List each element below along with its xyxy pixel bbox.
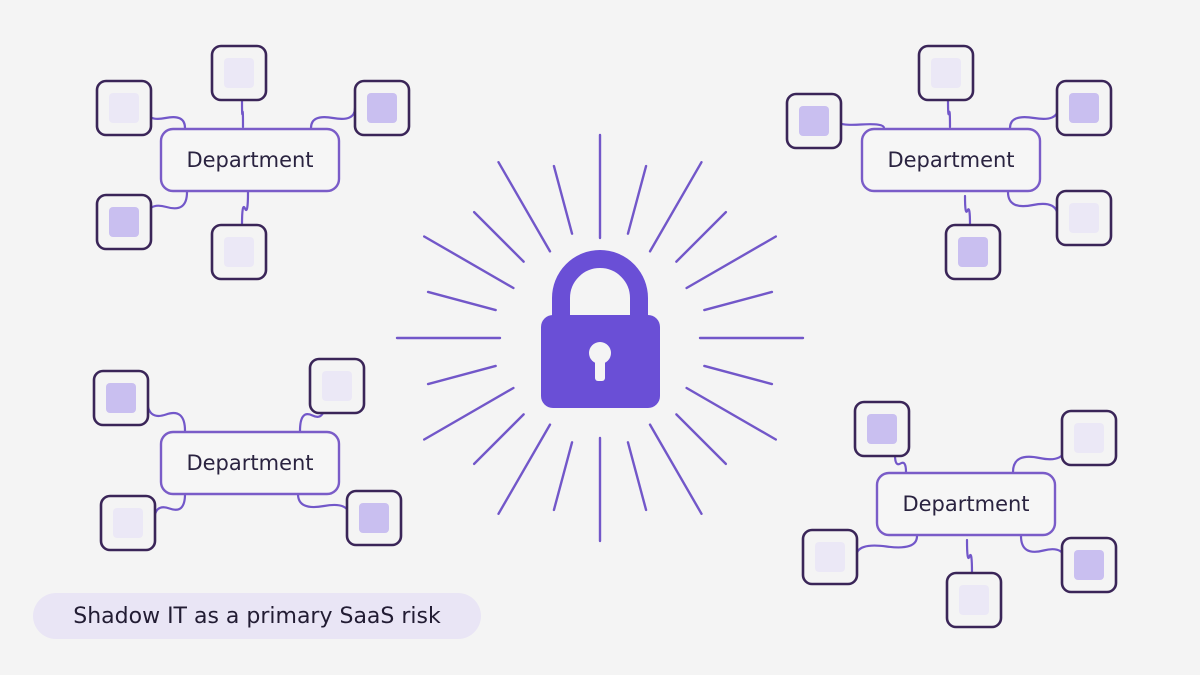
lock-ray <box>422 235 515 290</box>
padlock-icon <box>541 250 660 408</box>
connector-line <box>965 538 974 575</box>
app-node <box>210 223 268 281</box>
app-node <box>853 400 911 458</box>
lock-ray <box>685 235 778 290</box>
connector-line <box>296 492 352 520</box>
department-label: Department <box>902 492 1029 516</box>
lock-ray <box>626 164 648 235</box>
department-cluster: Department <box>801 400 1118 629</box>
lock-ray <box>648 160 703 253</box>
app-node <box>353 79 411 137</box>
department-cluster: Department <box>92 357 403 552</box>
app-node-tile <box>322 371 352 401</box>
app-node <box>1060 409 1118 467</box>
app-node <box>210 44 268 102</box>
app-node <box>1055 79 1113 137</box>
connector-line <box>963 194 972 227</box>
connector-line <box>946 97 952 129</box>
app-node-tile <box>367 93 397 123</box>
lock-ray <box>552 164 574 235</box>
department-box <box>875 471 1057 537</box>
app-node <box>99 494 157 552</box>
app-node-tile <box>359 503 389 533</box>
lock-ray <box>685 386 778 441</box>
app-node-tile <box>1074 550 1104 580</box>
department-box <box>159 430 341 496</box>
connector-line <box>240 97 245 129</box>
app-node <box>1055 189 1113 247</box>
app-node-tile <box>799 106 829 136</box>
department-label: Department <box>186 451 313 475</box>
department-box <box>860 127 1042 193</box>
connector-line <box>854 534 919 559</box>
connector-line <box>152 492 187 525</box>
padlock-keyhole-slot <box>595 356 605 381</box>
padlock-keyhole <box>589 342 611 364</box>
lock-ray <box>703 290 774 312</box>
connector-line <box>309 106 357 130</box>
lock-ray <box>675 413 728 466</box>
app-node-tile <box>109 207 139 237</box>
app-node <box>945 571 1003 629</box>
connector-line <box>1019 534 1068 567</box>
department-label: Department <box>887 148 1014 172</box>
app-node-tile <box>1069 203 1099 233</box>
department-cluster: Department <box>95 44 411 281</box>
lock-ray <box>648 423 703 516</box>
app-node <box>95 79 153 137</box>
app-node <box>95 193 153 251</box>
app-node <box>785 92 843 150</box>
connector-line <box>145 396 187 433</box>
app-node <box>345 489 403 547</box>
app-node-tile <box>109 93 139 123</box>
lock-ray <box>497 423 552 516</box>
connector-line <box>1011 442 1068 474</box>
app-node <box>92 369 150 427</box>
app-node-tile <box>931 58 961 88</box>
department-box <box>159 127 341 193</box>
lock-ray <box>422 386 515 441</box>
app-node <box>308 357 366 415</box>
lock-ray <box>626 441 648 512</box>
caption-pill: Shadow IT as a primary SaaS risk <box>33 593 481 639</box>
lock-ray <box>472 413 525 466</box>
app-node <box>917 44 975 102</box>
app-node-tile <box>113 508 143 538</box>
app-node-tile <box>815 542 845 572</box>
lock-ray <box>703 364 774 386</box>
app-node <box>1060 536 1118 594</box>
connector-line <box>1008 106 1060 130</box>
app-node <box>801 528 859 586</box>
app-node-tile <box>224 58 254 88</box>
connector-line <box>240 190 250 227</box>
connector-line <box>1006 190 1060 220</box>
lock-ray <box>552 441 574 512</box>
lock-ray <box>675 210 728 263</box>
lock-ray <box>497 160 552 253</box>
padlock-shackle <box>552 250 648 316</box>
connector-line <box>893 453 908 474</box>
caption-text: Shadow IT as a primary SaaS risk <box>73 603 441 629</box>
app-node-tile <box>867 414 897 444</box>
department-label: Department <box>186 148 313 172</box>
lock-rays <box>395 133 805 543</box>
app-node-tile <box>1069 93 1099 123</box>
app-node-tile <box>1074 423 1104 453</box>
lock-ray <box>426 364 497 386</box>
department-cluster: Department <box>785 44 1113 281</box>
lock-ray <box>426 290 497 312</box>
app-node-tile <box>106 383 136 413</box>
app-node <box>944 223 1002 281</box>
app-node-tile <box>958 237 988 267</box>
lock-ray <box>472 210 525 263</box>
app-node-tile <box>224 237 254 267</box>
connector-line <box>836 119 886 130</box>
app-node-tile <box>959 585 989 615</box>
